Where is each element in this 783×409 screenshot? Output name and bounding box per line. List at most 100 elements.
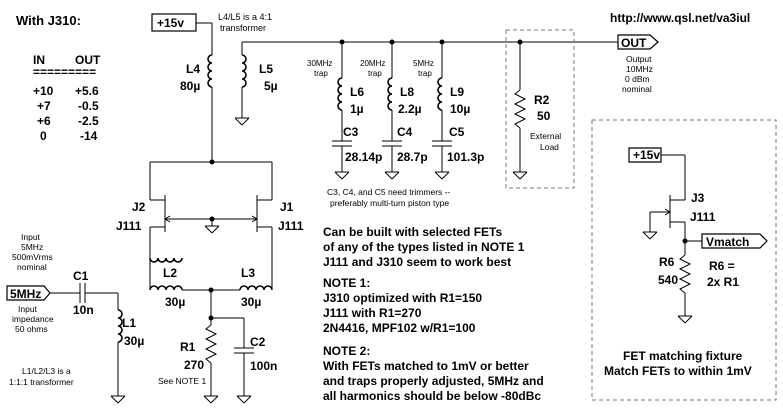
out-label: OUT	[621, 36, 647, 50]
trap-label: 20MHz	[360, 59, 385, 68]
site-url[interactable]: http://www.qsl.net/va3iul	[610, 11, 750, 25]
matching-fixture-box	[591, 119, 777, 401]
j3-ref: J3	[691, 191, 705, 205]
c1-ref: C1	[73, 269, 89, 283]
l1-value: 30µ	[124, 334, 144, 348]
table-cell-out: +5.6	[75, 84, 99, 98]
r2-value: 50	[537, 109, 551, 123]
j1-fet	[246, 195, 272, 232]
r6-formula: R6 =	[709, 259, 735, 273]
vcc2-flag	[628, 147, 662, 163]
trap-5mhz: 5MHz trap L9 10µ C5 101.3p	[413, 42, 484, 180]
r2-resistor	[513, 89, 527, 129]
l2-ref: L2	[163, 266, 177, 280]
trap-20mhz: 20MHz trap L8 2.2µ C4 28.7p	[360, 42, 428, 180]
ground-icon	[204, 225, 220, 234]
ground-icon	[642, 231, 658, 240]
l2-value: 30µ	[165, 295, 185, 309]
ground-icon	[110, 395, 126, 404]
input-label: 5MHz	[10, 287, 41, 301]
l1l2l3-note: L1/L2/L3 is a	[22, 366, 71, 376]
j1-ref: J1	[280, 200, 294, 214]
table-cell-out: -0.5	[78, 99, 99, 113]
l4-inductor	[207, 54, 213, 88]
c4-value: 28.7p	[397, 150, 428, 164]
vcc2-label: +15v	[633, 148, 660, 162]
ground-icon	[203, 395, 219, 404]
r1-resistor	[204, 324, 218, 364]
input-port	[6, 285, 51, 301]
l4l5-note: transformer	[220, 23, 266, 33]
trimmer-note: C3, C4, and C5 need trimmers --	[327, 187, 450, 197]
r6-formula: 2x R1	[707, 275, 739, 289]
c2-value: 100n	[250, 359, 277, 373]
c5-ref: C5	[449, 125, 465, 139]
l3-ref: L3	[241, 266, 255, 280]
table-cell-in: 0	[40, 129, 47, 143]
j2-fet	[150, 195, 176, 232]
input-note: 500mVrms	[12, 252, 53, 262]
r6-resistor	[678, 254, 692, 294]
l3-coil	[239, 285, 273, 291]
l2-coil	[149, 285, 183, 291]
ground-icon	[234, 117, 250, 126]
r2-ref: R2	[534, 93, 550, 107]
note1-line: J111 with R1=270	[323, 306, 422, 320]
note2-title: NOTE 2:	[323, 344, 370, 358]
note1-line: 2N4416, MPF102 w/R1=100	[323, 321, 476, 335]
l8-value: 2.2µ	[398, 102, 422, 116]
note1-line: J310 optimized with R1=150	[323, 291, 482, 305]
r6-ref: R6	[659, 255, 675, 269]
l4l5-note: L4/L5 is a 4:1	[218, 12, 272, 22]
ground-icon	[334, 171, 350, 180]
l5-value: 5µ	[264, 79, 278, 93]
note1-title: NOTE 1:	[323, 276, 370, 290]
fets-note: Can be built with selected FETs	[323, 225, 502, 239]
l5-ref: L5	[259, 62, 273, 76]
output-note: 0 dBm	[625, 74, 650, 84]
load-note: External	[530, 131, 561, 141]
ground-icon	[434, 171, 450, 180]
trap-label: 5MHz	[413, 59, 434, 68]
c2-ref: C2	[250, 335, 266, 349]
l6-inductor	[337, 77, 343, 111]
vcc-label: +15v	[157, 16, 184, 30]
l8-ref: L8	[400, 85, 414, 99]
notes-block: Can be built with selected FETs of any o…	[323, 225, 544, 403]
trap-label: trap	[418, 69, 432, 78]
external-load-box	[505, 29, 575, 189]
l5-inductor	[241, 54, 247, 88]
vmatch-port	[701, 233, 768, 249]
vmatch-label: Vmatch	[706, 235, 749, 249]
load-note: Load	[540, 142, 559, 152]
j3-type: J111	[690, 210, 716, 224]
fixture-title: FET matching fixture	[623, 349, 743, 363]
table-cell-out: -14	[80, 129, 98, 143]
j2-type: J111	[116, 219, 142, 233]
trap-label: trap	[368, 69, 382, 78]
l6-value: 1µ	[350, 102, 364, 116]
impedance-note: Input	[18, 304, 38, 314]
note2-line: and traps properly adjusted, 5MHz and	[323, 374, 544, 388]
r1-ref: R1	[180, 340, 196, 354]
j2-ref: J2	[132, 200, 146, 214]
j1-type: J111	[278, 219, 304, 233]
c4-ref: C4	[397, 125, 413, 139]
fixture-subtitle: Match FETs to within 1mV	[604, 364, 752, 378]
impedance-note: impedance	[12, 314, 54, 324]
note2-line: all harmonics should be below -80dBc	[323, 389, 541, 403]
c5-value: 101.3p	[447, 150, 484, 164]
ground-icon	[677, 315, 693, 324]
l1-ref: L1	[122, 316, 136, 330]
input-note: 5MHz	[21, 242, 43, 252]
c3-value: 28.14p	[345, 150, 382, 164]
note2-line: With FETs matched to 1mV or better	[323, 359, 529, 373]
trap-label: trap	[314, 69, 328, 78]
l4-ref: L4	[186, 62, 200, 76]
l3-value: 30µ	[241, 295, 261, 309]
ground-icon	[384, 171, 400, 180]
table-rule: =========	[33, 65, 96, 79]
r1-value: 270	[184, 358, 204, 372]
table-cell-in: +6	[37, 114, 51, 128]
